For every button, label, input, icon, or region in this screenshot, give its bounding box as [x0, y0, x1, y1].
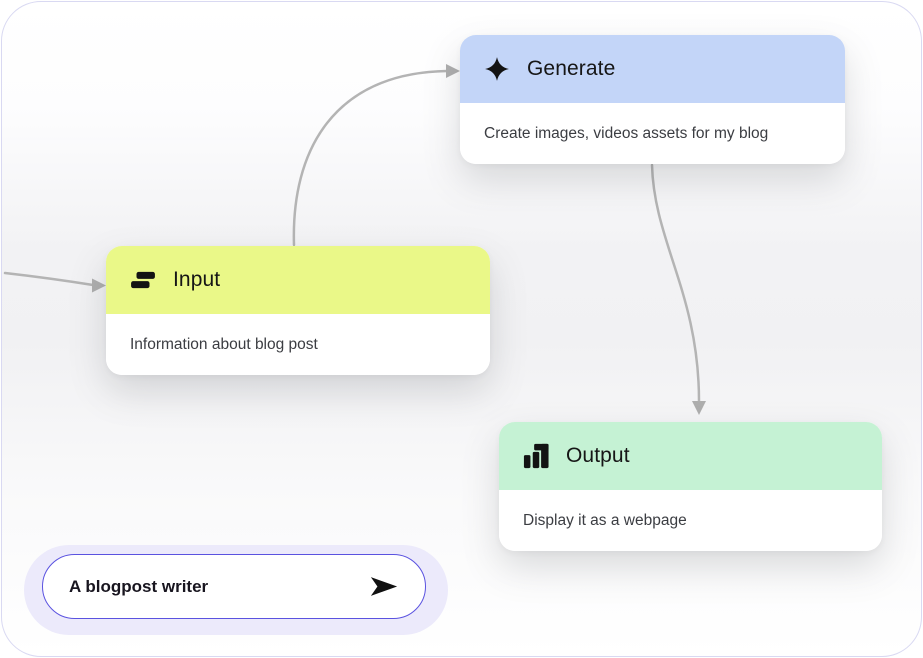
send-button[interactable] [369, 575, 399, 598]
prompt-bar[interactable] [42, 554, 426, 619]
node-output-header: Output [499, 422, 882, 490]
node-generate-header: Generate [460, 35, 845, 103]
arrowhead-icon [92, 278, 106, 293]
connector-edge-to-input [3, 271, 106, 293]
sparkle-icon [484, 56, 510, 82]
arrowhead-icon [446, 64, 460, 78]
connector-generate-to-output [650, 163, 706, 415]
node-input-title: Input [173, 268, 221, 291]
prompt-input[interactable] [67, 575, 341, 598]
text-lines-icon [130, 267, 156, 293]
node-generate[interactable]: Generate Create images, videos assets fo… [460, 35, 845, 164]
connector-input-to-generate [292, 64, 460, 247]
node-output-title: Output [566, 444, 630, 467]
node-generate-title: Generate [527, 57, 616, 80]
arrowhead-icon [692, 401, 706, 415]
node-output[interactable]: Output Display it as a webpage [499, 422, 882, 551]
send-arrow-icon [369, 575, 399, 598]
node-input[interactable]: Input Information about blog post [106, 246, 490, 375]
node-input-header: Input [106, 246, 490, 314]
bar-chart-icon [523, 443, 549, 469]
node-input-description: Information about blog post [106, 314, 490, 375]
node-generate-description: Create images, videos assets for my blog [460, 103, 845, 164]
node-output-description: Display it as a webpage [499, 490, 882, 551]
